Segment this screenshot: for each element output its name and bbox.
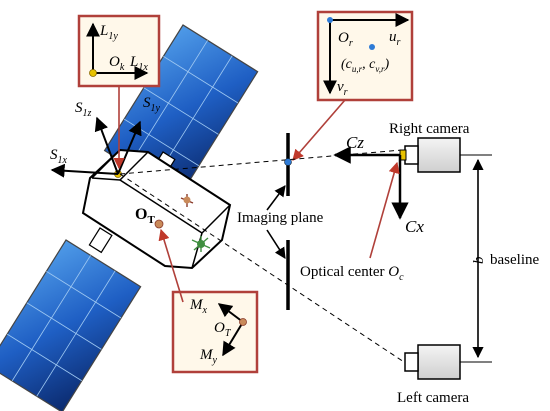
ok-point [89,69,97,77]
optical-center-callout-arrow [369,161,400,259]
lower-solar-panel [0,239,142,411]
baseline-label: baseline [490,252,539,268]
ot-callout-arrow [158,228,184,303]
landmark-frame-inset: L1y L1x Ok [77,14,161,88]
vr-label: vr [337,79,348,98]
feature-point-tan-star [180,194,194,207]
left-camera [404,344,461,380]
baseline-b-label: b [471,256,487,264]
right-camera [399,137,461,173]
ot-inset-point [239,318,247,326]
ot-inset-label: OT [214,320,232,339]
mx-label: Mx [189,297,208,316]
pixel-point [369,44,375,50]
s1y-label: S1y [143,95,161,114]
pixel-coordinate-label: (cu,r, cv,r) [341,57,389,74]
imaging-plane-pointer-lower [266,229,286,259]
right-camera-label: Right camera [389,121,470,137]
image-frame-inset: Or ur vr (cu,r, cv,r) [316,10,414,102]
optical-center-label: Optical center Oc [300,264,404,283]
projection-line-left [119,173,405,363]
satellite-body [81,148,232,270]
l1x-label: L1x [129,54,148,73]
target-origin-point [154,219,164,229]
imaging-plane-label: Imaging plane [237,210,324,226]
s1x-label: S1x [50,147,68,166]
image-point [284,158,292,166]
image-point-callout-arrow [292,99,346,161]
my-label: My [199,347,218,366]
ur-label: ur [389,29,401,48]
ot-label: OT [135,206,155,226]
feature-point-green-star [191,236,211,252]
target-frame-inset: Mx OT My [171,290,259,374]
l1y-label: L1y [99,23,118,42]
s1z-label: S1z [75,100,92,119]
or-label: Or [338,30,353,49]
left-camera-label: Left camera [397,390,469,406]
cz-label: Cz [346,133,364,152]
or-point [327,17,333,23]
lower-panel-connector [88,227,113,254]
imaging-plane-pointer-upper [266,185,286,211]
s1x-arrow [50,163,119,178]
ok-label: Ok [109,54,125,73]
cx-label: Cx [405,217,424,236]
